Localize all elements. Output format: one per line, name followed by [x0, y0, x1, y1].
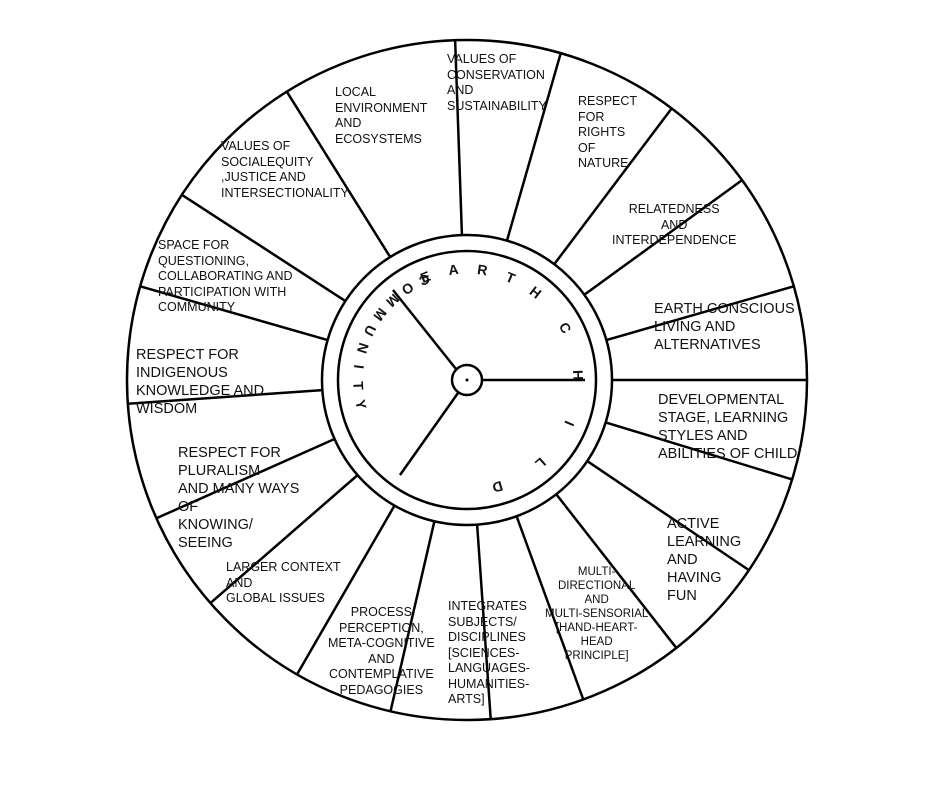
segment-relatedness: RELATEDNESS AND INTERDEPENDENCE [612, 202, 737, 247]
segment-integrates-subjects: INTEGRATES SUBJECTS/ DISCIPLINES [SCIENC… [448, 599, 530, 706]
segment-questioning: SPACE FOR QUESTIONING, COLLABORATING AND… [158, 238, 293, 314]
spoke-10 [475, 524, 492, 720]
segment-multi-directional: MULTI- DIRECTIONAL AND MULTI-SENSORIAL [… [545, 566, 649, 662]
ring-letter-child-1: H [570, 370, 586, 381]
spoke-2 [553, 107, 673, 265]
spoke-12 [295, 504, 396, 676]
segment-process-perception: PROCESS PERCEPTION, META-COGNITIVE AND C… [328, 605, 435, 697]
segment-social-equity: VALUES OF SOCIALEQUITY ,JUSTICE AND INTE… [221, 139, 349, 200]
segment-rights-nature: RESPECT FOR RIGHTS OF NATURE [578, 94, 638, 170]
segment-dividers [127, 40, 807, 720]
center-dividers [392, 289, 585, 476]
segment-earth-conscious: EARTH CONSCIOUS LIVING AND ALTERNATIVES [654, 301, 795, 353]
segment-values-conservation: VALUES OF CONSERVATION AND SUSTAINABILIT… [447, 52, 547, 113]
center-divider-2 [398, 392, 460, 476]
segment-indigenous: RESPECT FOR INDIGENOUS KNOWLEDGE AND WIS… [136, 347, 265, 417]
spoke-1 [505, 52, 562, 241]
center-divider-1 [392, 289, 457, 370]
ring-letter-community-8: Y [352, 398, 370, 411]
ring-letter-child-4: D [491, 478, 505, 496]
spoke-16 [139, 285, 328, 342]
segment-active-learning: ACTIVE LEARNING AND HAVING FUN [667, 516, 742, 604]
spoke-18 [285, 91, 392, 258]
spoke-13 [209, 474, 359, 605]
ring-letter-community-6: I [351, 364, 367, 370]
spoke-0 [453, 40, 464, 236]
spoke-8 [555, 493, 678, 649]
spoke-3 [583, 179, 743, 296]
spoke-9 [515, 515, 585, 700]
spoke-17 [181, 193, 347, 303]
segment-pluralism: RESPECT FOR PLURALISM AND MANY WAYS OF K… [178, 445, 300, 551]
ring-letter-child-2: I [561, 419, 577, 429]
segment-local-environment: LOCAL ENVIRONMENT AND ECOSYSTEMS [335, 85, 428, 146]
spoke-14 [155, 437, 336, 520]
ring-letter-earth-2: R [476, 261, 488, 278]
segment-larger-context: LARGER CONTEXT AND GLOBAL ISSUES [226, 560, 341, 605]
ring-letter-earth-1: A [447, 261, 459, 278]
spoke-7 [586, 460, 750, 572]
spoke-4 [606, 285, 795, 342]
segment-developmental-stage: DEVELOPMENTAL STAGE, LEARNING STYLES AND… [658, 392, 798, 462]
spoke-11 [389, 521, 436, 712]
spoke-15 [127, 388, 323, 405]
ring-letter-community-7: T [350, 381, 366, 391]
hub-dot [465, 378, 469, 382]
ring-letter-community-5: N [354, 341, 372, 355]
spoke-6 [605, 421, 793, 481]
